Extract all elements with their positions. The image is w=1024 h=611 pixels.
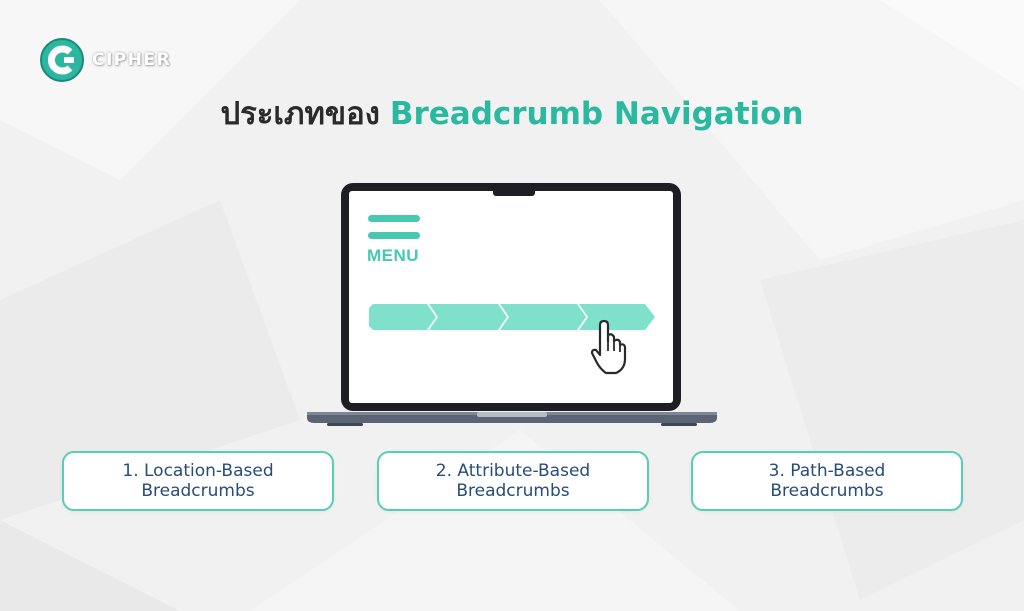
card-path-based: 3. Path-Based Breadcrumbs bbox=[691, 451, 963, 511]
menu-label: MENU bbox=[367, 246, 420, 265]
title-thai: ประเภทของ bbox=[220, 96, 380, 132]
card-line1: 2. Attribute-Based bbox=[435, 461, 591, 481]
breadcrumb-types: 1. Location-Based Breadcrumbs 2. Attribu… bbox=[0, 451, 1024, 513]
breadcrumb-segment bbox=[500, 304, 586, 330]
card-line1: 3. Path-Based bbox=[768, 461, 886, 481]
hand-cursor-icon bbox=[590, 319, 627, 375]
card-line2: Breadcrumbs bbox=[456, 481, 570, 501]
card-line2: Breadcrumbs bbox=[770, 481, 884, 501]
breadcrumb-segment bbox=[429, 304, 507, 330]
cipher-logo-icon bbox=[40, 38, 84, 82]
brand-logo: CIPHER bbox=[40, 38, 171, 82]
card-attribute-based: 2. Attribute-Based Breadcrumbs bbox=[377, 451, 649, 511]
card-location-based: 1. Location-Based Breadcrumbs bbox=[62, 451, 334, 511]
breadcrumb-segment bbox=[369, 304, 436, 330]
card-line2: Breadcrumbs bbox=[141, 481, 255, 501]
breadcrumb-segment bbox=[579, 304, 655, 330]
card-line1: 1. Location-Based bbox=[122, 461, 274, 481]
laptop-hinge bbox=[477, 412, 547, 417]
hamburger-menu-icon bbox=[368, 215, 420, 222]
brand-name: CIPHER bbox=[92, 50, 172, 70]
title-english: Breadcrumb Navigation bbox=[389, 96, 804, 132]
laptop-illustration bbox=[307, 183, 717, 426]
breadcrumb-bar bbox=[369, 304, 655, 330]
laptop-notch bbox=[493, 186, 535, 196]
laptop-display bbox=[349, 191, 673, 403]
